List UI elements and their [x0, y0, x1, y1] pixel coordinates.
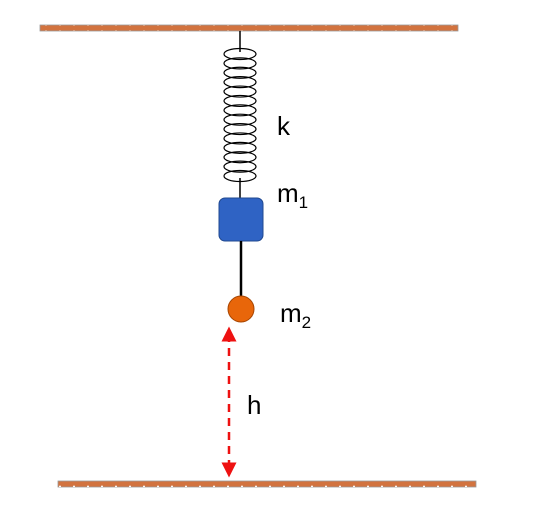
spring — [223, 31, 257, 199]
spring-coil — [223, 47, 257, 61]
ceiling — [39, 24, 459, 32]
spring-coil — [223, 141, 257, 154]
spring-coil — [223, 57, 257, 70]
floor — [57, 480, 477, 488]
mass2-label: m2 — [280, 298, 311, 332]
height-label: h — [247, 390, 261, 420]
spring-coil — [223, 66, 257, 79]
spring-constant-label: k — [277, 111, 291, 141]
spring-coil — [223, 151, 257, 164]
spring-coil — [223, 113, 257, 126]
mass1-label: m1 — [277, 178, 308, 212]
mass2-ball — [227, 295, 255, 323]
spring-coil — [223, 132, 257, 145]
spring-coil — [223, 85, 257, 98]
spring-coil — [223, 160, 257, 173]
mass1-block — [218, 197, 264, 242]
spring-coil — [223, 122, 257, 136]
spring-coil — [223, 76, 257, 89]
spring-coil — [223, 94, 257, 108]
spring-coil — [223, 104, 257, 117]
